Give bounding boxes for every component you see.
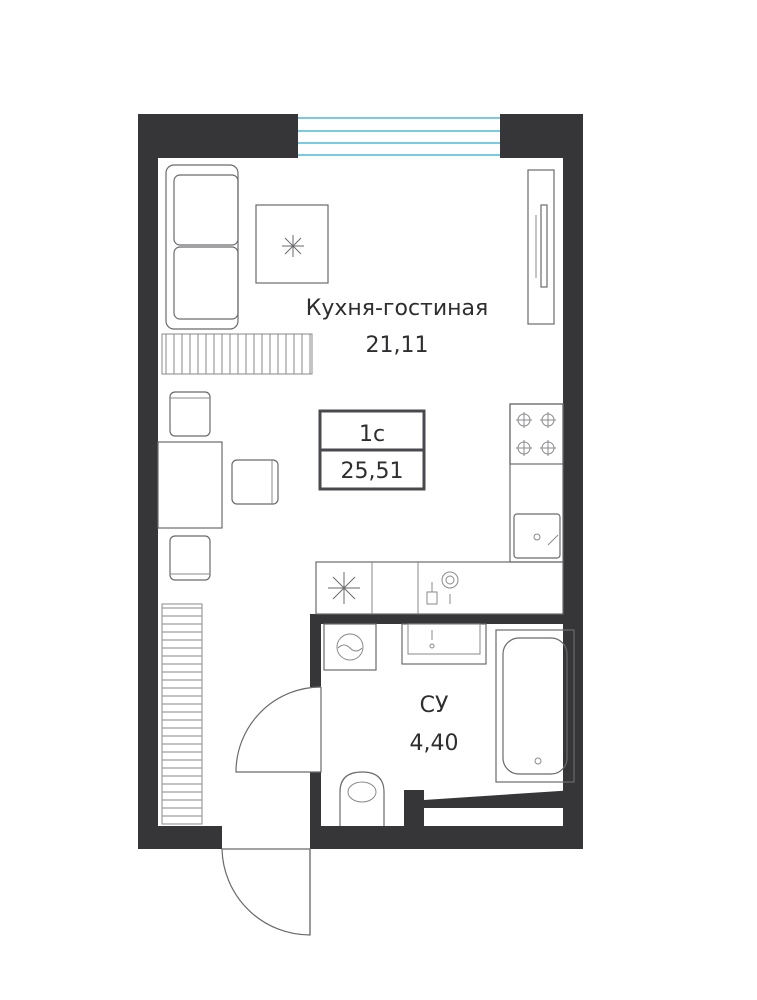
plant-icon — [282, 235, 304, 257]
entry-stripes — [161, 603, 203, 825]
chair-icon — [231, 459, 279, 505]
door-icon — [235, 686, 322, 773]
room-name: Кухня-гостиная — [306, 296, 489, 321]
bathtub-icon — [495, 629, 575, 783]
room-label-bathroom: СУ 4,40 — [410, 693, 459, 756]
room-area: 21,11 — [366, 333, 429, 358]
table-icon — [157, 441, 223, 529]
walls — [138, 114, 583, 849]
unit-type: 1с — [359, 422, 385, 447]
room-name: СУ — [420, 693, 449, 718]
washing-machine-icon — [323, 623, 377, 671]
rug-stripes — [161, 333, 313, 375]
door-icon — [221, 848, 311, 936]
sink-icon — [513, 513, 561, 559]
chair-icon — [169, 535, 211, 581]
toilet-icon — [339, 771, 385, 826]
dishwasher-icon — [426, 571, 459, 605]
rug-icon — [255, 204, 329, 284]
sink-icon — [401, 623, 487, 665]
window — [298, 114, 500, 158]
chair-icon — [169, 391, 211, 437]
stove-icon — [509, 403, 564, 465]
unit-badge: 1с 25,51 — [318, 409, 426, 491]
fridge-icon — [328, 572, 360, 604]
sofa-icon — [165, 164, 239, 330]
tv-icon — [527, 169, 555, 325]
room-area: 4,40 — [410, 731, 459, 756]
room-label-living: Кухня-гостиная 21,11 — [306, 296, 489, 358]
total-area: 25,51 — [341, 459, 404, 484]
